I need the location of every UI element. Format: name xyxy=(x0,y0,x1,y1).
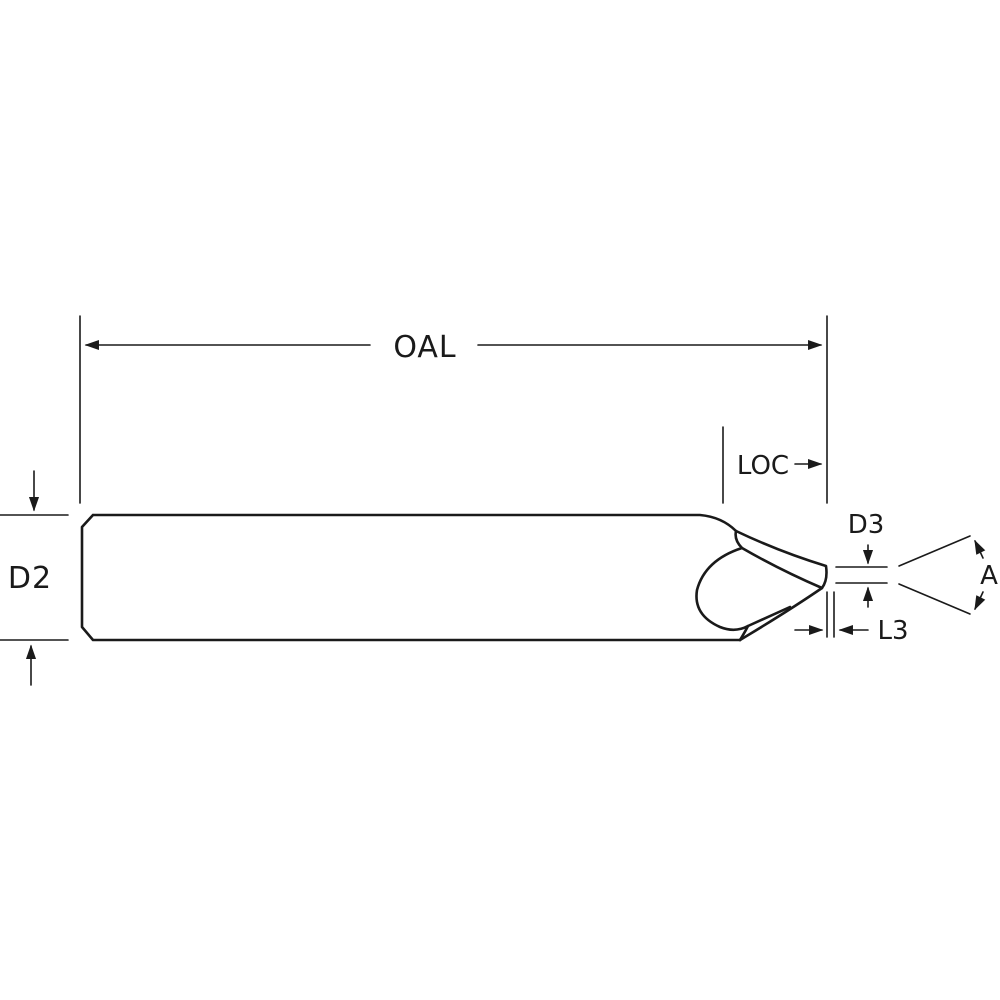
loc-label: LOC xyxy=(737,451,789,481)
angle-dimension: A xyxy=(898,535,998,615)
d2-label: D2 xyxy=(8,561,52,596)
flute-outer xyxy=(734,529,828,642)
angle-label: A xyxy=(980,561,998,591)
angle-leg-top xyxy=(898,535,971,567)
flute-lower xyxy=(738,605,792,642)
d3-dimension: D3 xyxy=(835,510,888,608)
l3-dimension: L3 xyxy=(794,591,909,646)
angle-leg-bottom xyxy=(898,583,971,615)
loc-dimension: LOC xyxy=(722,426,823,504)
angle-arc-top xyxy=(974,539,986,559)
tool-body xyxy=(80,513,828,642)
oal-label: OAL xyxy=(393,330,456,365)
shank-outline xyxy=(80,513,742,642)
angle-arc-bottom xyxy=(974,591,986,611)
l3-label: L3 xyxy=(877,616,908,646)
d3-label: D3 xyxy=(848,510,885,540)
d2-dimension: D2 xyxy=(0,470,69,686)
flute-curve xyxy=(695,546,750,632)
oal-dimension: OAL xyxy=(79,315,828,504)
